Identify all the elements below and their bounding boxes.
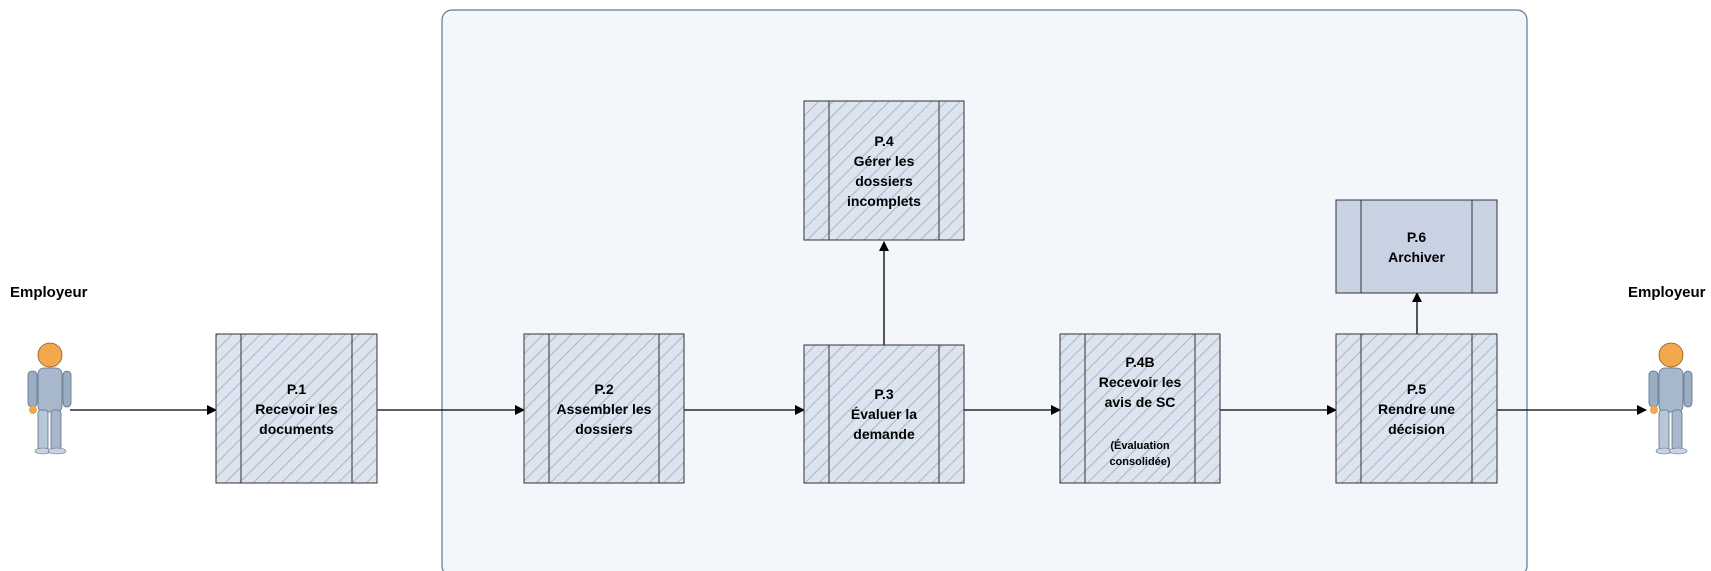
actor-right: Employeur	[1628, 284, 1706, 455]
connectors	[70, 241, 1647, 415]
actor-left: Employeur	[10, 284, 88, 455]
p4b-note: (Évaluation consolidée)	[1109, 439, 1170, 468]
label-line: décision	[1388, 421, 1445, 437]
label-line: consolidée)	[1109, 456, 1170, 468]
label-line: P.6	[1407, 229, 1426, 245]
label-line: (Évaluation	[1110, 439, 1170, 452]
person-icon	[1648, 342, 1693, 455]
label-line: Recevoir les	[1099, 374, 1182, 390]
label-line: P.4	[874, 133, 893, 149]
label-line: Évaluer la	[851, 406, 917, 422]
label-line: Rendre une	[1378, 401, 1455, 417]
label-line: Recevoir les	[255, 401, 338, 417]
label-line: Gérer les	[854, 153, 915, 169]
actor-left-label: Employeur	[10, 284, 88, 301]
p4b-label: P.4B Recevoir les avis de SC	[1099, 354, 1182, 410]
system-boundary	[441, 9, 1528, 571]
process-box-p4b: P.4B Recevoir les avis de SC (Évaluation co…	[1059, 333, 1221, 484]
label-line: P.1	[287, 381, 306, 397]
label-line: avis de SC	[1105, 394, 1176, 410]
label-line: P.5	[1407, 381, 1426, 397]
label-line: documents	[259, 421, 334, 437]
label-line: incomplets	[847, 193, 921, 209]
label-line: demande	[853, 426, 915, 442]
actor-right-label: Employeur	[1628, 284, 1706, 301]
label-line: P.2	[594, 381, 613, 397]
label-line: P.3	[874, 386, 893, 402]
label-line: P.4B	[1125, 354, 1154, 370]
label-line: Assembler les	[557, 401, 652, 417]
label-line: dossiers	[575, 421, 633, 437]
label-line: dossiers	[855, 173, 913, 189]
label-line: Archiver	[1388, 249, 1445, 265]
person-icon	[27, 342, 72, 455]
